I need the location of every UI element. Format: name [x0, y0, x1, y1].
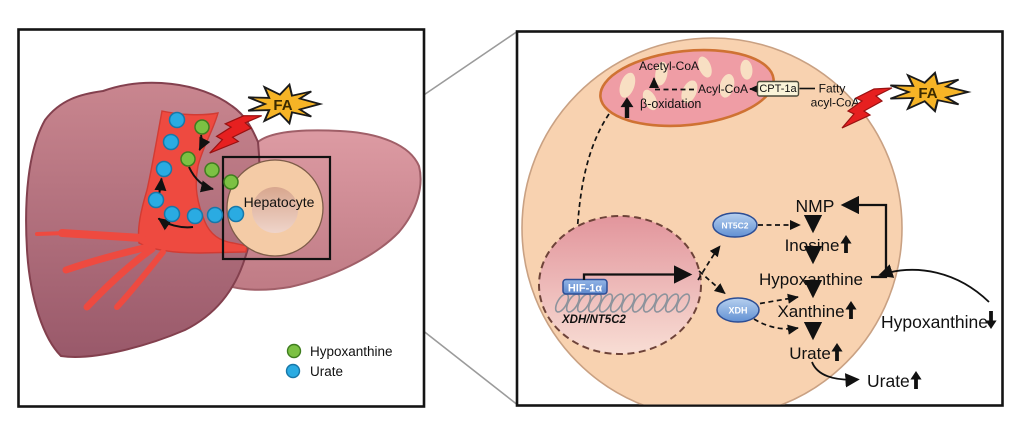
fatty-acyl-coa-label-line1: Fatty: [819, 82, 846, 96]
xdh-enzyme: [716, 297, 760, 323]
xdh-catalysis-arrow-2: [753, 318, 799, 335]
nt5c2-enzyme: [712, 212, 758, 238]
urate-label: Urate: [789, 344, 831, 363]
legend-urate-dot: [285, 363, 301, 379]
xanthine-label: Xanthine: [777, 302, 844, 321]
beta-oxidation-to-hif-arrow: [570, 113, 610, 269]
urate-dots: [147, 111, 245, 225]
vessel-flow-arrows: [154, 134, 214, 231]
fatty-acyl-coa-label-line2: acyl-CoA: [811, 96, 860, 110]
cpt1a-label: CPT-1a: [759, 83, 797, 95]
dna-helix-icon: [554, 293, 691, 313]
fa-label-left: FA: [273, 97, 292, 114]
xdh-catalysis-arrow-1: [759, 293, 799, 305]
legend: Hypoxanthine Urate: [285, 343, 393, 379]
hepatocyte-label: Hepatocyte: [244, 194, 315, 210]
external-hypoxanthine-uptake-arrow: [878, 264, 990, 303]
hepatocyte-nucleus: [252, 187, 298, 233]
hif-transcription-arrow: [582, 265, 693, 284]
vessel-branches: [35, 229, 166, 311]
hypoxanthine-label: Hypoxanthine: [759, 270, 863, 289]
mitochondrion-cristae: [619, 56, 753, 111]
urate-export-arrow: [811, 361, 860, 388]
gene-to-nt5c2-arrow: [697, 245, 721, 281]
legend-hypoxanthine-label: Hypoxanthine: [310, 344, 393, 359]
hepatocyte-inset-box: [221, 155, 332, 261]
beta-oxidation-label: β-oxidation: [640, 97, 701, 111]
acyl-to-acetyl-arrow: [648, 77, 694, 91]
nt5c2-label: NT5C2: [722, 221, 749, 231]
target-genes-label: XDH/NT5C2: [561, 314, 627, 326]
mitochondrion: [599, 48, 775, 128]
hif1a-label: HIF-1α: [568, 283, 603, 295]
acyl-coa-label: Acyl-CoA: [698, 82, 748, 96]
gene-to-xdh-arrow: [698, 270, 726, 295]
hypoxanthine-dots: [180, 119, 239, 190]
acetyl-coa-label: Acetyl-CoA: [639, 59, 699, 73]
fa-label-right: FA: [918, 85, 937, 102]
external-hypoxanthine-label: Hypoxanthine: [881, 312, 988, 332]
nmp-label: NMP: [796, 196, 835, 216]
legend-urate-label: Urate: [310, 364, 343, 379]
cpt1a-box: [756, 80, 800, 97]
xdh-label: XDH: [728, 306, 747, 316]
legend-hypoxanthine-dot: [286, 343, 302, 359]
nucleus: [538, 215, 702, 355]
inosine-label: Inosine: [785, 236, 840, 255]
external-urate-label: Urate: [867, 371, 910, 391]
